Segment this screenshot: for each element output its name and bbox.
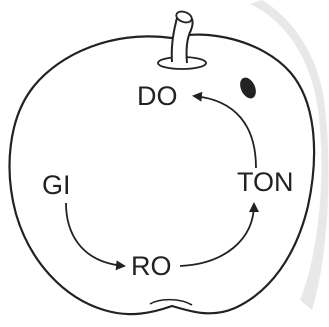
arrow-ton-to-do [194,96,256,168]
paper-shadow [250,0,328,310]
apple-bottom-crease [150,300,192,305]
arrow-ro-to-ton [180,204,254,266]
arrow-gi-to-ro [66,203,124,266]
label-ton: TON [237,169,294,196]
label-gi: GI [42,172,71,199]
apple-spot [237,75,259,101]
label-ro: RO [131,253,172,280]
label-do: DO [137,83,178,110]
